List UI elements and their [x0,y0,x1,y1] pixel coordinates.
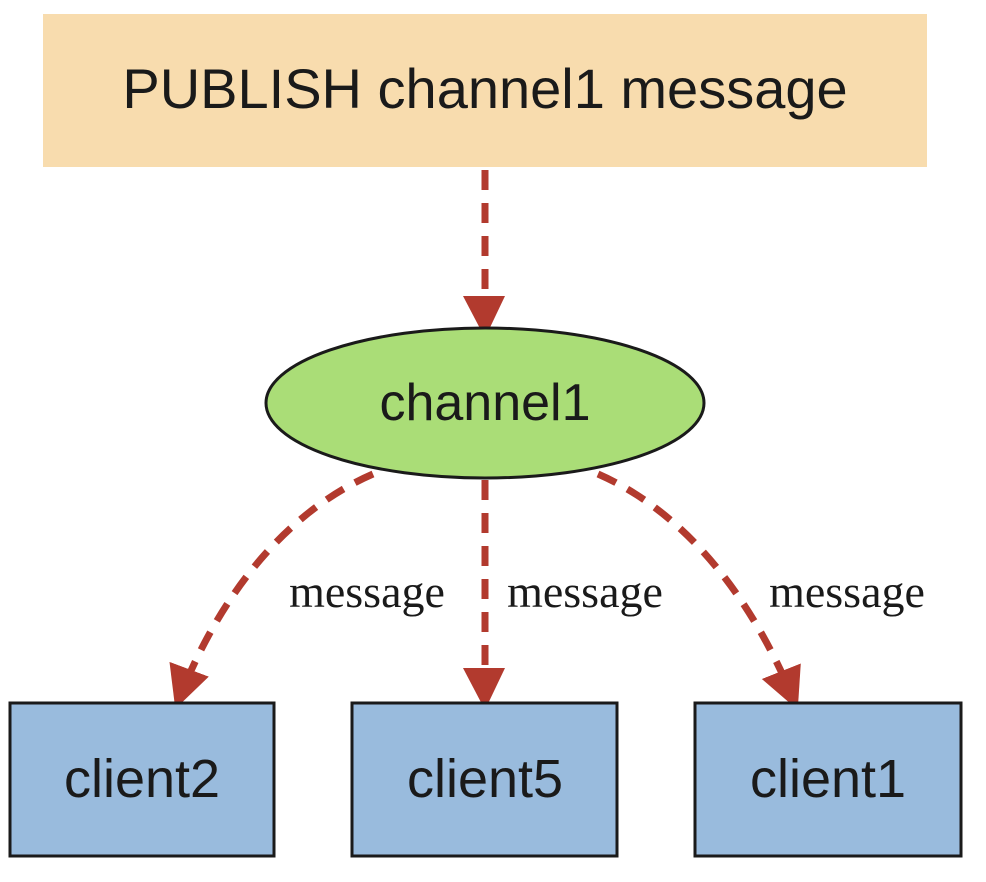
edge-label-client1: message [769,566,925,617]
client1-label: client1 [750,749,906,809]
client1-node: client1 [693,701,963,858]
publish-command-node: PUBLISH channel1 message [43,14,927,167]
client5-label: client5 [407,749,563,809]
client2-box [8,701,276,858]
client2-node: client2 [8,701,276,858]
publish-command-box [43,14,927,167]
channel-to-client1-edge [596,470,801,710]
publish-command-label: PUBLISH channel1 message [122,57,847,120]
client5-box [350,701,619,858]
edge-label-client5: message [507,566,663,617]
channel-node: channel1 [264,326,706,480]
client1-box [693,701,963,858]
client5-node: client5 [350,701,619,858]
channel-label: channel1 [379,374,590,432]
channel-ellipse [264,326,706,480]
channel-to-client2-edge [169,470,375,709]
edge-label-client2: message [289,566,445,617]
client2-label: client2 [64,749,220,809]
